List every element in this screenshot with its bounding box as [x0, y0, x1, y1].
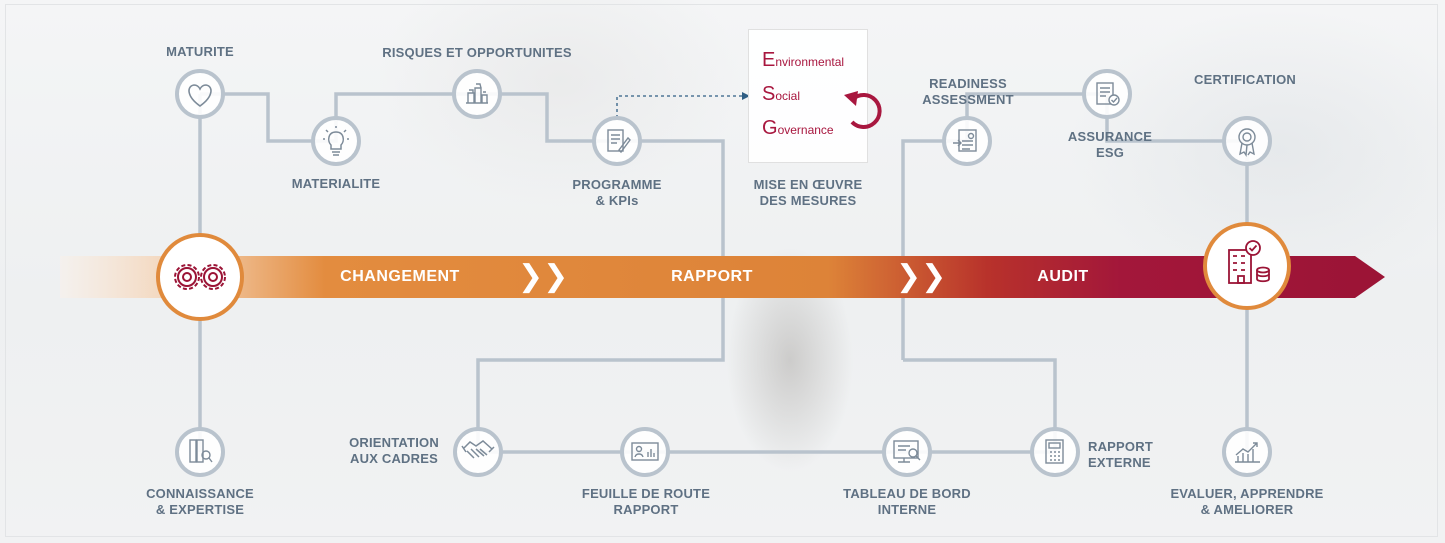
node-rapport-externe[interactable] — [1030, 427, 1080, 477]
label-evaluer: EVALUER, APPRENDRE & AMELIORER — [1170, 486, 1324, 517]
presentation-icon — [631, 442, 659, 461]
node-readiness[interactable] — [942, 116, 992, 166]
lightbulb-icon — [323, 126, 349, 156]
label-risques: RISQUES ET OPPORTUNITES — [382, 45, 572, 60]
node-tableau[interactable] — [882, 427, 932, 477]
label-rapport-externe: RAPPORT EXTERNE — [1088, 439, 1153, 470]
node-assurance[interactable] — [1082, 69, 1132, 119]
esg-s-initial: S — [762, 83, 776, 105]
document-chart-icon — [953, 129, 977, 152]
esg-s-rest: ocial — [775, 89, 801, 103]
handshake-icon — [461, 440, 495, 459]
node-start[interactable] — [156, 233, 244, 321]
phase-changement-label: CHANGEMENT — [340, 268, 460, 285]
dashboard-search-icon — [893, 440, 921, 463]
chevron-right-icon: ❯❯ — [896, 259, 947, 294]
node-end[interactable] — [1203, 222, 1291, 310]
heart-icon — [188, 84, 212, 107]
building-check-coins-icon — [1228, 240, 1270, 284]
node-evaluer[interactable] — [1222, 427, 1272, 477]
esg-e-initial: E — [762, 49, 776, 71]
label-tableau: TABLEAU DE BORD INTERNE — [843, 486, 971, 517]
checklist-icon — [1096, 82, 1120, 106]
label-connaissance: CONNAISSANCE & EXPERTISE — [146, 486, 254, 517]
books-magnifier-icon — [189, 439, 213, 463]
dotted-arrow-to-esg — [616, 95, 742, 118]
label-readiness: READINESS ASSESSMENT — [922, 76, 1014, 107]
esg-g-rest: overnance — [777, 123, 834, 137]
node-materialite[interactable] — [311, 116, 361, 166]
frame-border — [5, 4, 1438, 537]
gears-icon — [174, 264, 226, 290]
node-programme[interactable] — [592, 116, 642, 166]
label-assurance: ASSURANCE ESG — [1067, 129, 1153, 160]
growth-chart-icon — [1235, 442, 1260, 463]
esg-g-initial: G — [762, 117, 778, 139]
label-materialite: MATERIALITE — [291, 176, 381, 191]
phase-audit-label: AUDIT — [1037, 268, 1089, 285]
esg-governance: Governance — [762, 117, 834, 140]
node-risques[interactable] — [452, 69, 502, 119]
node-connaissance[interactable] — [175, 427, 225, 477]
connector-bottom-path — [478, 358, 1057, 454]
node-feuille[interactable] — [620, 427, 670, 477]
label-maturite: MATURITE — [166, 44, 234, 59]
connector-top-path — [200, 92, 725, 452]
node-orientation[interactable] — [453, 427, 503, 477]
esg-box: Environmental Social Governance — [748, 29, 868, 163]
node-certification[interactable] — [1222, 116, 1272, 166]
esg-e-rest: nvironmental — [775, 55, 845, 69]
node-maturite[interactable] — [175, 69, 225, 119]
esg-social: Social — [762, 83, 800, 106]
calculator-icon — [1045, 439, 1064, 464]
esg-environmental: Environmental — [762, 49, 844, 72]
document-pen-icon — [607, 129, 631, 154]
chevron-right-icon: ❯❯ — [518, 259, 569, 294]
chess-pieces-icon — [466, 83, 488, 104]
process-band — [60, 256, 1385, 298]
label-programme: PROGRAMME & KPIs — [572, 177, 662, 208]
label-certification: CERTIFICATION — [1193, 72, 1297, 87]
label-feuille: FEUILLE DE ROUTE RAPPORT — [581, 486, 711, 517]
dotted-arrow-head — [742, 92, 750, 100]
phase-rapport-label: RAPPORT — [671, 268, 753, 285]
award-badge-icon — [1238, 128, 1256, 158]
label-mise-en-oeuvre: MISE EN ŒUVRE DES MESURES — [753, 177, 863, 208]
label-orientation: ORIENTATION AUX CADRES — [349, 435, 439, 466]
